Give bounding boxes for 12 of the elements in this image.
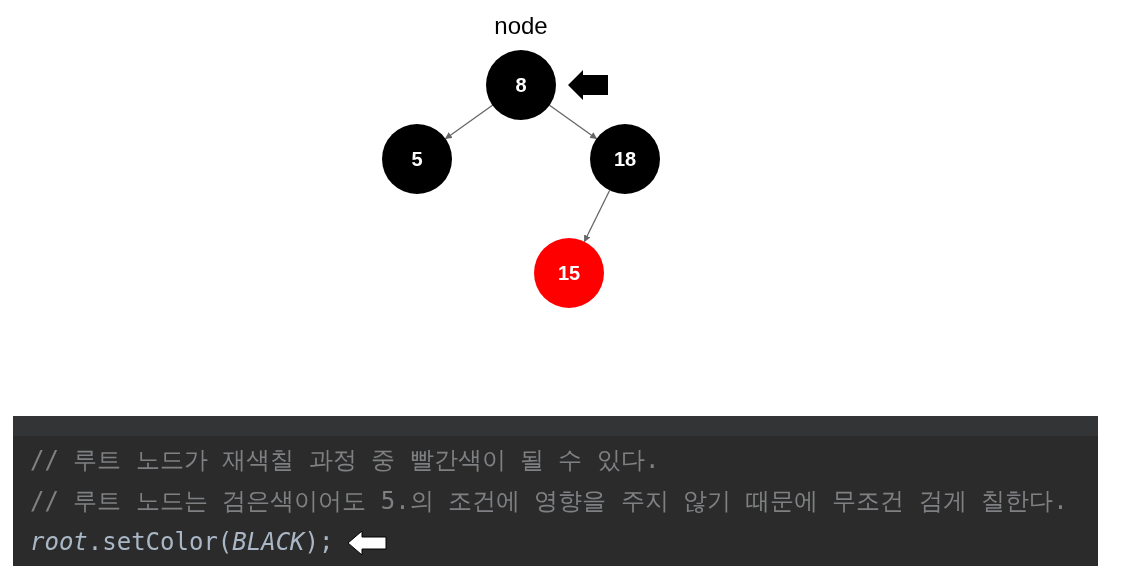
tree-node-circle: 8 <box>486 50 556 120</box>
arrow <box>444 104 494 140</box>
tree-node-circle: 15 <box>534 238 604 308</box>
tree-node-circle: 18 <box>590 124 660 194</box>
code-line: root.setColor(BLACK); <box>30 528 334 556</box>
arrow <box>583 189 611 243</box>
node-caption: node <box>494 12 548 40</box>
code-comment: // 루트 노드는 검은색이어도 5.의 조건에 영향을 주지 않기 때문에 무조건 검게 칠한다. <box>30 487 1068 515</box>
tree-node-circle: 5 <box>382 124 452 194</box>
pointer-arrow <box>568 70 608 100</box>
code-comment: // 루트 노드가 재색칠 과정 중 빨간색이 될 수 있다. <box>30 446 660 474</box>
arrow <box>548 104 598 140</box>
